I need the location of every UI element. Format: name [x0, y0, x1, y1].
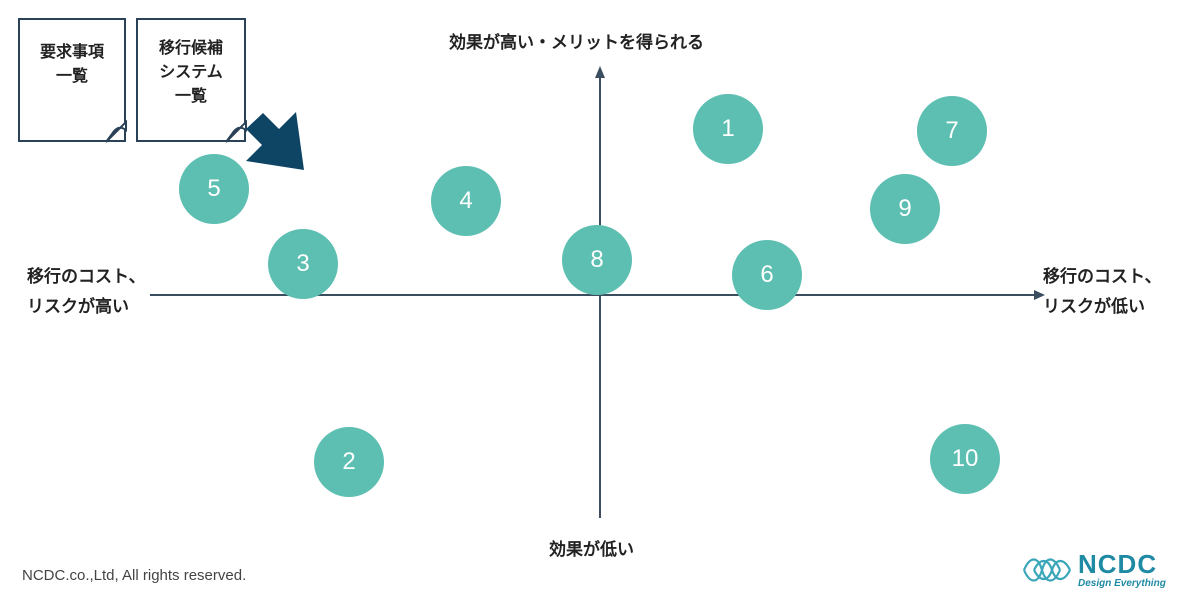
item-circle-6: 6: [732, 240, 802, 310]
x-axis-arrowhead-icon: [1034, 290, 1045, 300]
item-circle-2: 2: [314, 427, 384, 497]
migration-candidates-document: 移行候補 システム 一覧: [136, 18, 246, 142]
top-axis-label: 効果が高い・メリットを得られる: [449, 33, 704, 53]
ncdc-logo-icon: [1022, 558, 1071, 582]
item-circle-7: 7: [917, 96, 987, 166]
item-circle-4: 4: [431, 166, 501, 236]
item-circle-10: 10: [930, 424, 1000, 494]
left-axis-label-line: リスクが高い: [27, 297, 129, 317]
y-axis-arrowhead-icon: [595, 66, 605, 78]
ncdc-logo: NCDC Design Everything: [1020, 548, 1185, 592]
left-axis-label-line: 移行のコスト、: [27, 267, 146, 287]
document-label: 一覧: [55, 66, 88, 85]
logo-tagline: Design Everything: [1078, 578, 1166, 589]
item-circle-8: 8: [562, 225, 632, 295]
document-label: 一覧: [174, 86, 207, 105]
copyright-text: NCDC.co.,Ltd, All rights reserved.: [22, 567, 247, 584]
right-axis-label: 移行のコスト、 リスクが低い: [1043, 262, 1162, 322]
right-axis-label-line: 移行のコスト、: [1043, 267, 1162, 287]
item-circle-5: 5: [179, 154, 249, 224]
logo-wordmark: NCDC: [1078, 549, 1158, 579]
requirements-list-document: 要求事項 一覧: [18, 18, 126, 142]
bottom-axis-label: 効果が低い: [549, 540, 634, 560]
left-axis-label: 移行のコスト、 リスクが高い: [27, 262, 146, 322]
document-label: システム: [159, 62, 223, 81]
right-axis-label-line: リスクが低い: [1043, 297, 1145, 317]
page-curl-icon: [105, 119, 247, 143]
flow-arrow-icon: [246, 112, 304, 170]
item-circle-1: 1: [693, 94, 763, 164]
item-circle-9: 9: [870, 174, 940, 244]
item-circle-3: 3: [268, 229, 338, 299]
document-label: 移行候補: [158, 38, 223, 57]
document-label: 要求事項: [39, 42, 104, 61]
